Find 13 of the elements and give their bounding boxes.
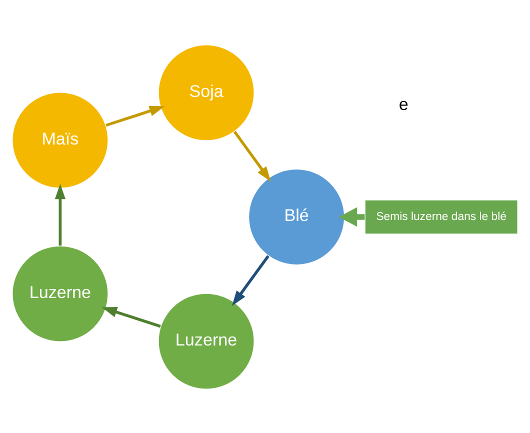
node-circle: Luzerne: [158, 292, 255, 390]
arrow: [102, 306, 161, 328]
label: e: [398, 94, 408, 114]
arrow: [54, 183, 66, 246]
arrow: [338, 206, 365, 226]
arrow: [106, 105, 165, 126]
node-circle: Soja: [158, 44, 255, 141]
arrow: [233, 130, 271, 182]
node-circle: Maïs: [12, 91, 109, 188]
node-circle: Luzerne: [12, 244, 109, 342]
node-circle: Blé: [248, 168, 345, 265]
arrow: [232, 254, 270, 306]
node-box: Semis luzerne dans le blé: [364, 198, 518, 234]
